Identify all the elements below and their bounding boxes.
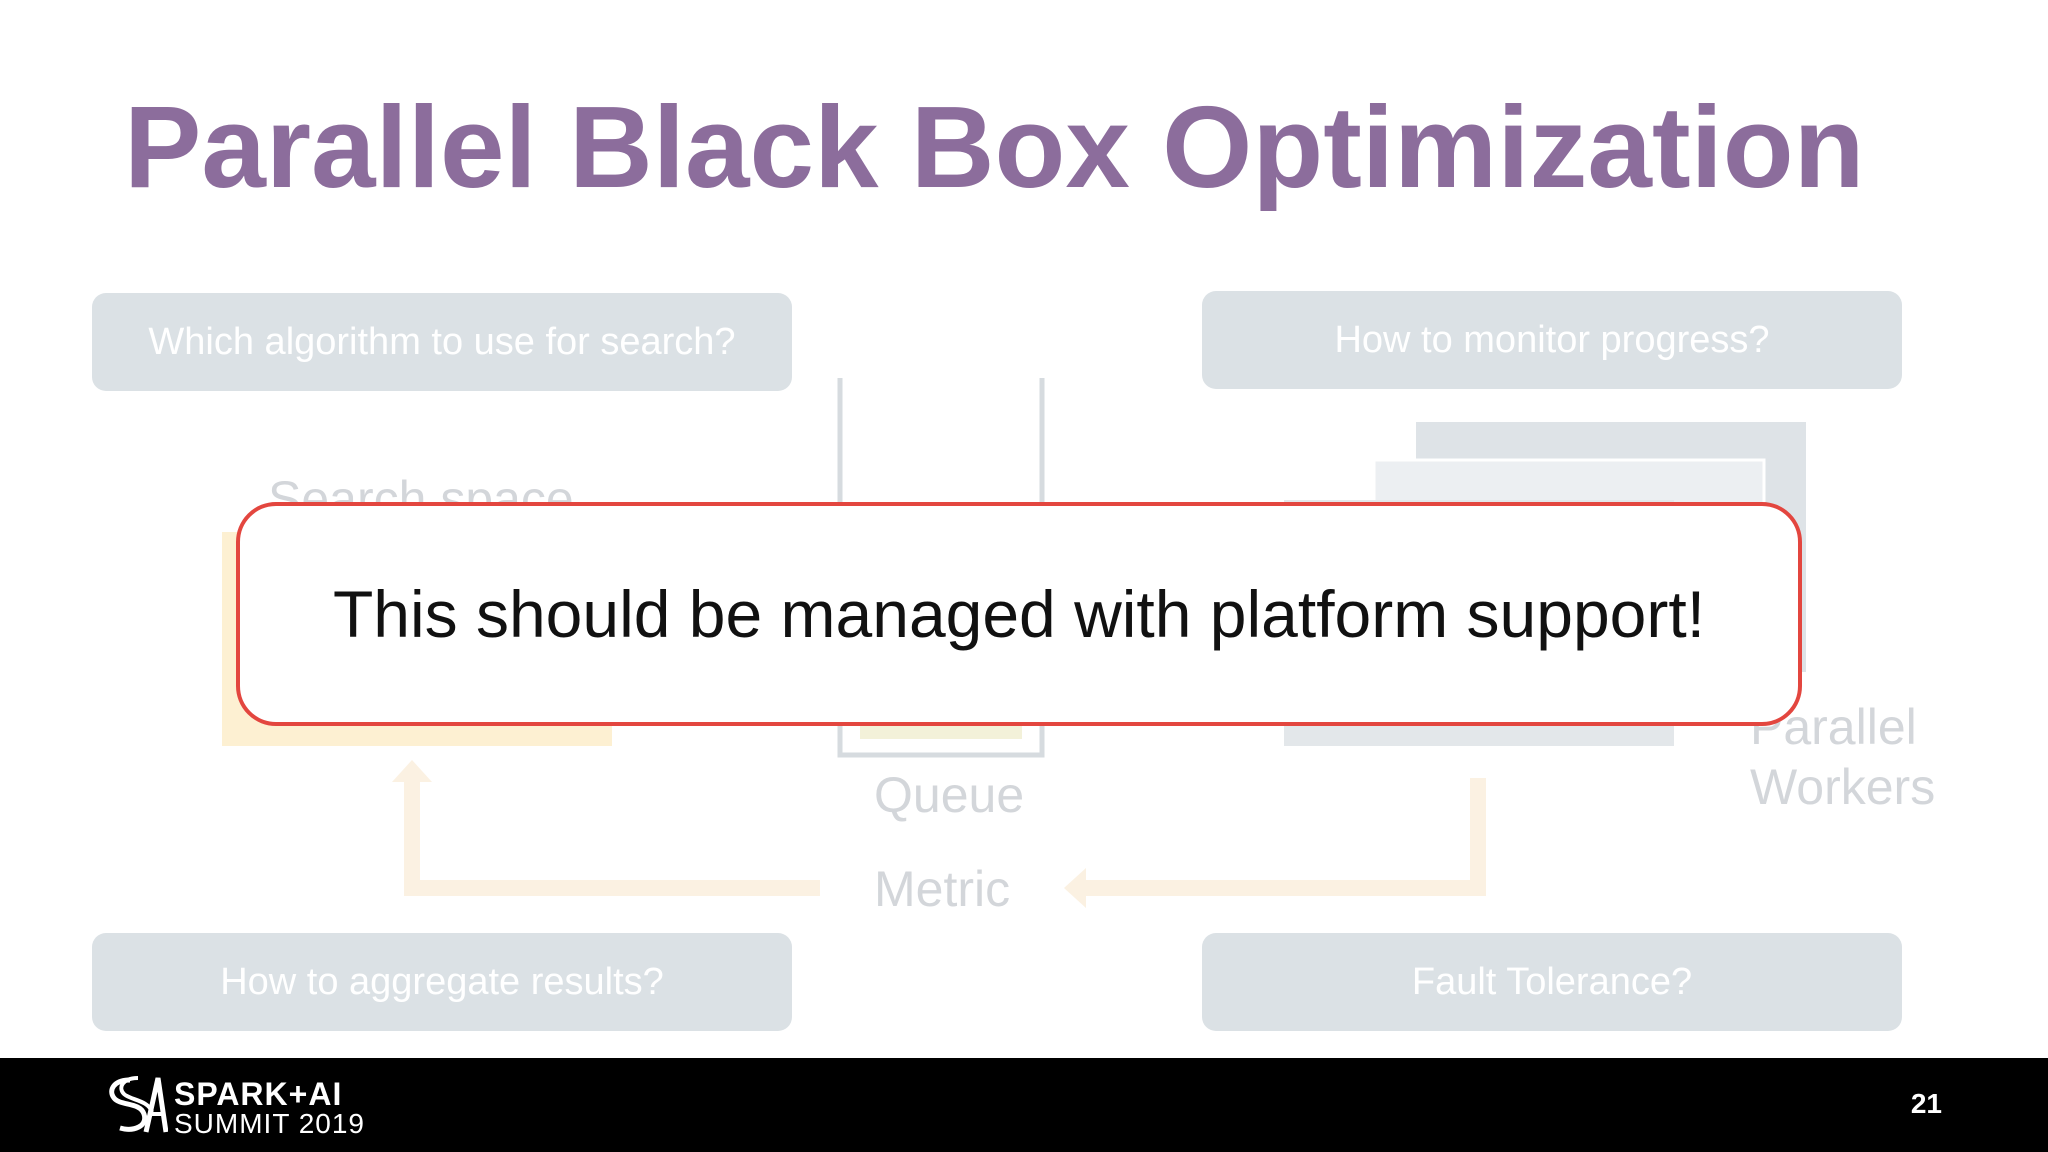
metric-arrow-right xyxy=(1082,778,1486,896)
up-arrow-head xyxy=(392,760,432,782)
footer-bar: SPARK+AI SUMMIT 2019 21 xyxy=(0,1058,2048,1152)
spark-ai-summit-logo: SPARK+AI SUMMIT 2019 xyxy=(100,1072,380,1139)
page-number: 21 xyxy=(1910,1088,1942,1119)
metric-arrow-left xyxy=(404,778,820,896)
question-aggregate-results: How to aggregate results? xyxy=(92,933,792,1031)
summit-logo-mark-icon xyxy=(109,1076,168,1133)
callout-box: This should be managed with platform sup… xyxy=(236,502,1802,726)
left-arrow-head xyxy=(1064,868,1086,908)
logo-line-spark-ai: SPARK+AI xyxy=(174,1076,343,1112)
label-queue: Queue xyxy=(874,767,1025,823)
slide-title: Parallel Black Box Optimization xyxy=(124,82,1865,212)
slide: Parallel Black Box Optimization Search s… xyxy=(92,82,1936,1031)
label-metric: Metric xyxy=(874,861,1011,917)
question-monitor-progress: How to monitor progress? xyxy=(1202,291,1902,389)
callout-text: This should be managed with platform sup… xyxy=(332,577,1706,651)
question-search-algorithm: Which algorithm to use for search? xyxy=(92,293,792,391)
label-workers: Workers xyxy=(1750,759,1936,815)
logo-line-summit: SUMMIT 2019 xyxy=(174,1108,365,1139)
question-fault-tolerance: Fault Tolerance? xyxy=(1202,933,1902,1031)
